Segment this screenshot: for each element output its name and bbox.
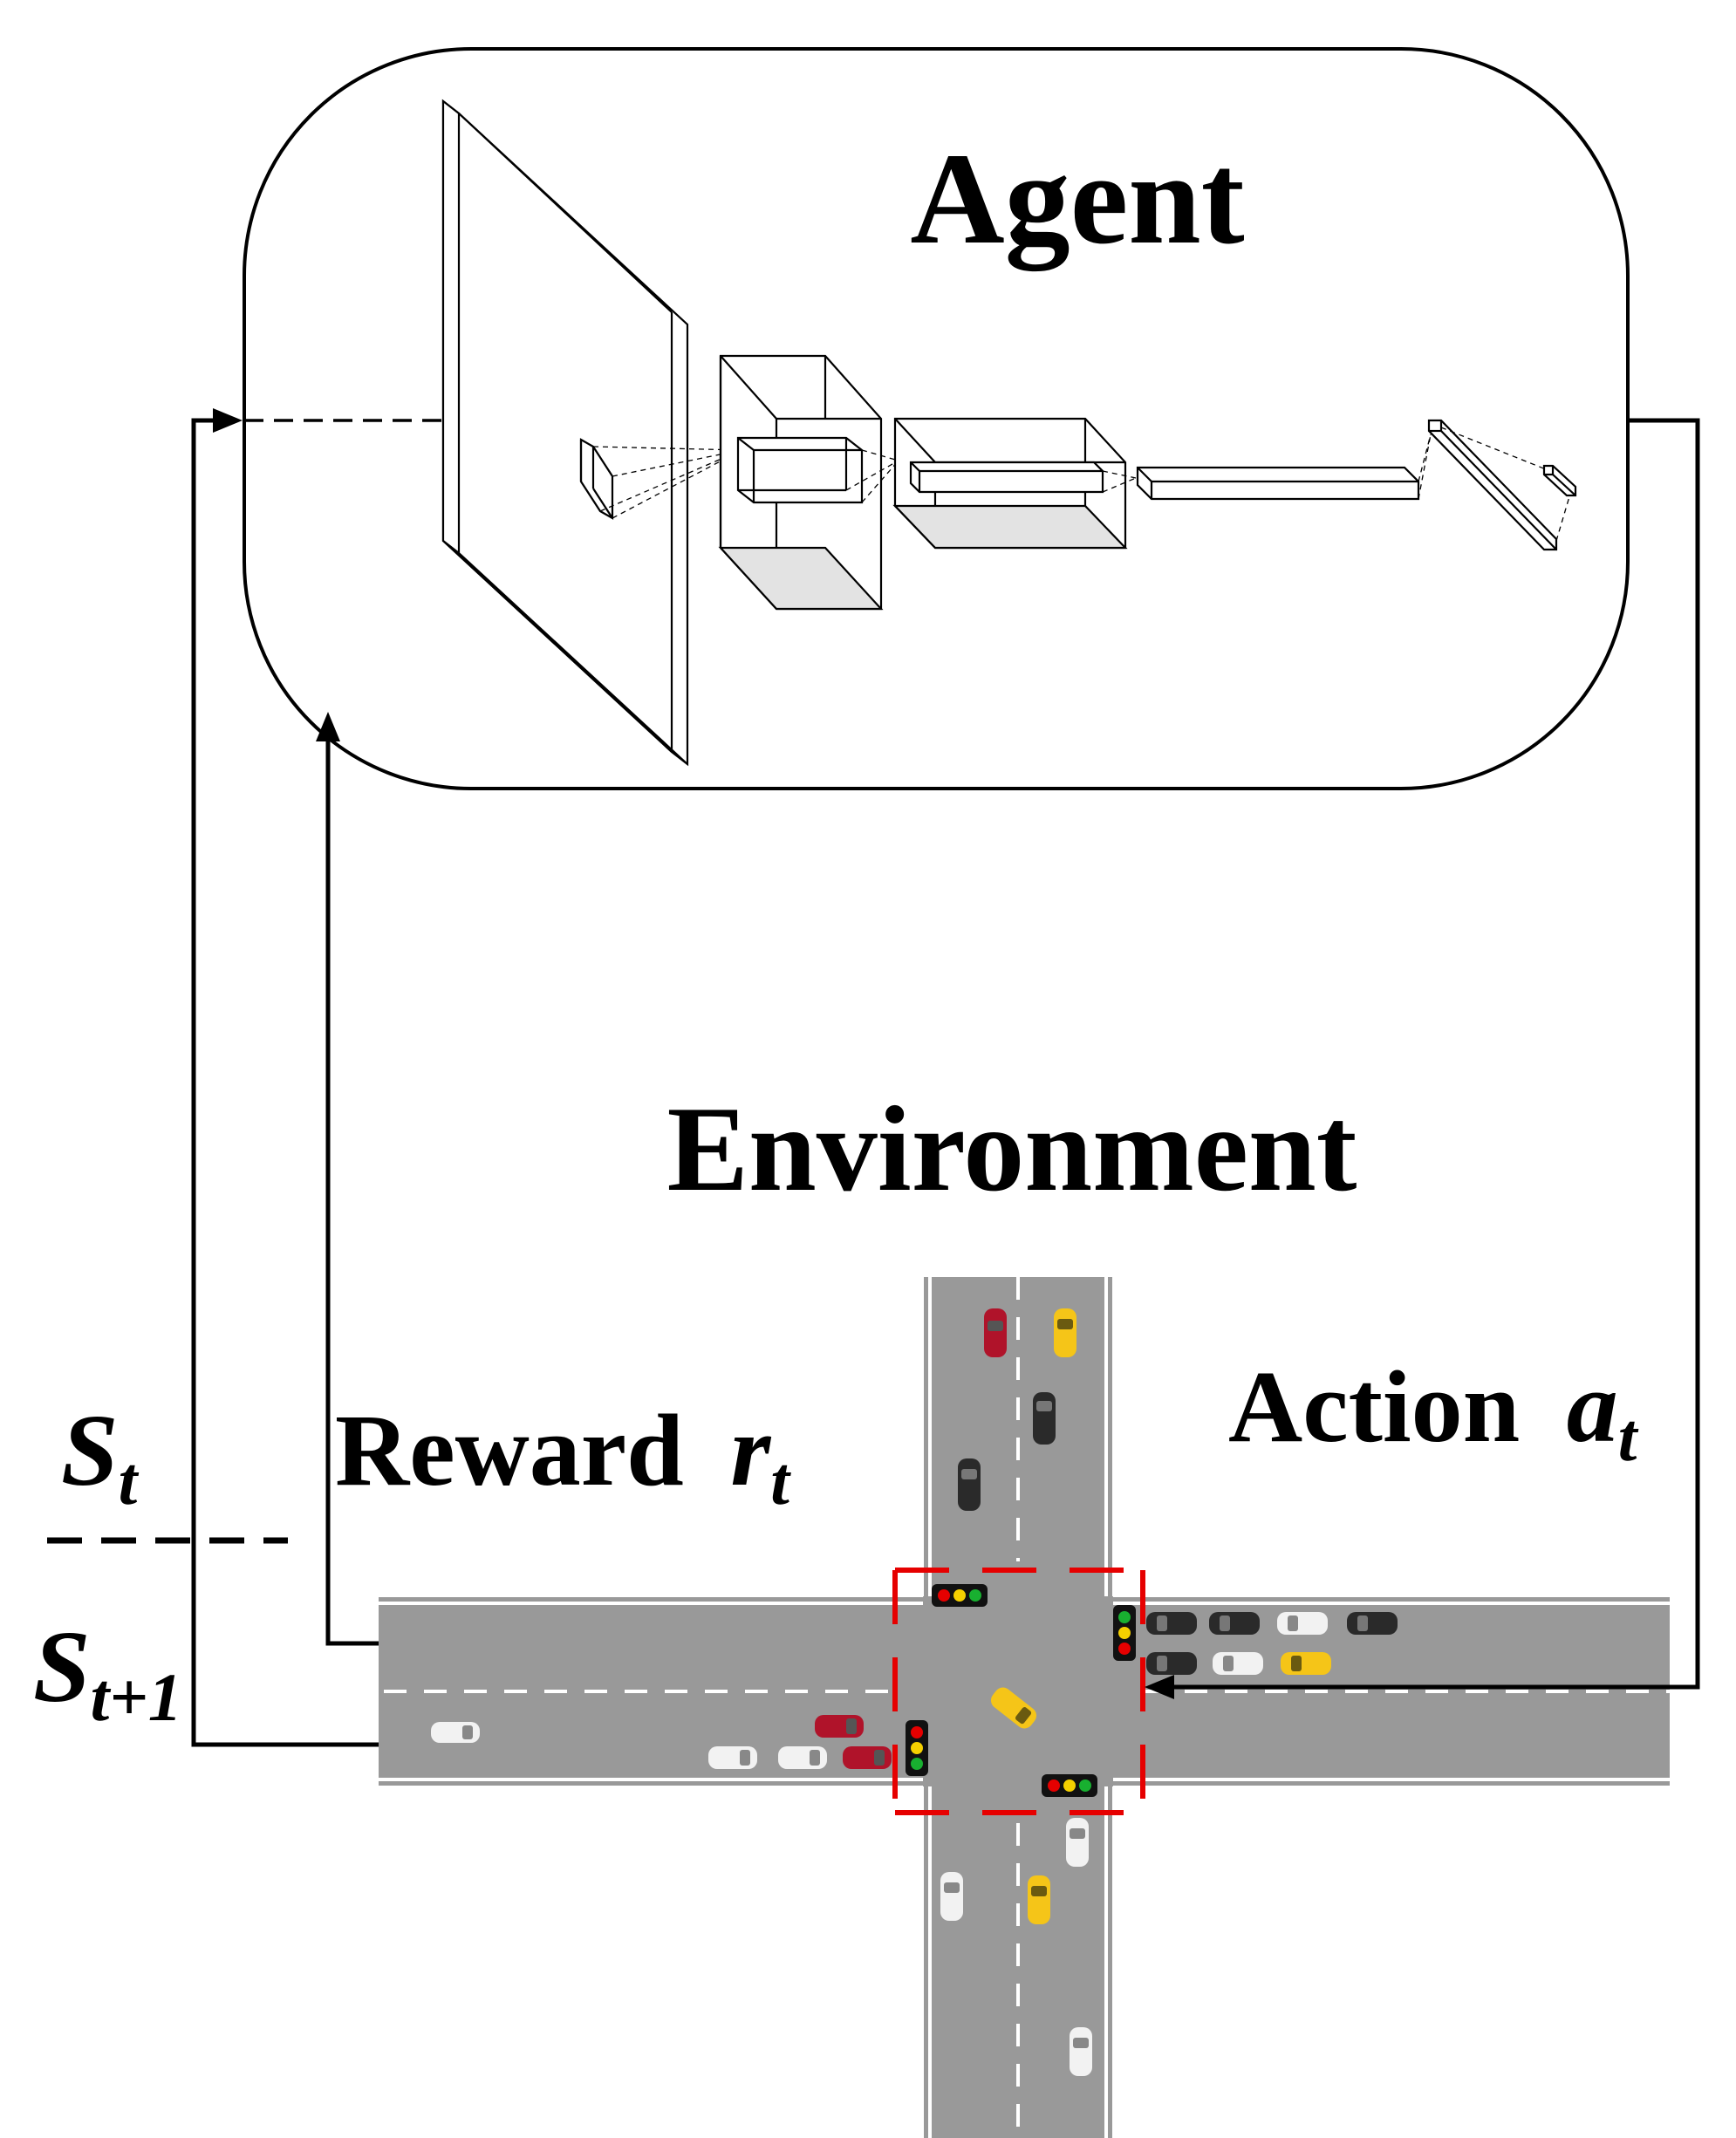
action-arrow <box>1158 418 1700 1691</box>
car-icon <box>1213 1652 1263 1675</box>
car-icon <box>778 1746 827 1769</box>
traffic-light-icon <box>1113 1605 1136 1661</box>
environment-label: Environment <box>667 1082 1357 1217</box>
car-icon <box>431 1722 480 1743</box>
traffic-light-icon <box>1042 1774 1097 1797</box>
car-icon <box>1070 2027 1092 2076</box>
car-icon <box>940 1872 963 1921</box>
traffic-light-icon <box>932 1584 988 1607</box>
car-icon <box>1146 1612 1197 1635</box>
action-label: Action at <box>1228 1349 1639 1475</box>
car-icon <box>815 1715 864 1738</box>
state-arrowhead <box>213 408 243 433</box>
traffic-light-icon <box>906 1720 928 1776</box>
car-icon <box>1281 1652 1331 1675</box>
car-icon <box>984 1308 1007 1357</box>
car-icon <box>1033 1392 1056 1445</box>
flatten-layer <box>1136 466 1420 501</box>
reward-label: Reward rt <box>335 1393 791 1519</box>
car-icon <box>1146 1652 1197 1675</box>
cars <box>431 1308 1398 2076</box>
reward-arrowhead <box>316 712 340 741</box>
car-icon <box>1054 1308 1076 1357</box>
state-current-label: St <box>61 1393 140 1519</box>
connectors <box>191 416 1700 1747</box>
car-icon <box>843 1746 892 1769</box>
car-icon <box>990 1687 1037 1729</box>
car-icon <box>1347 1612 1398 1635</box>
state-next-label: St+1 <box>33 1609 182 1735</box>
car-icon <box>958 1458 981 1511</box>
car-icon <box>708 1746 757 1769</box>
reward-arrow <box>324 729 379 1646</box>
action-arrowhead <box>1145 1675 1174 1699</box>
state-arrow <box>191 416 379 1747</box>
car-icon <box>1277 1612 1328 1635</box>
car-icon <box>1209 1612 1260 1635</box>
agent-label: Agent <box>910 126 1244 271</box>
car-icon <box>1028 1875 1050 1924</box>
car-icon <box>1066 1818 1089 1867</box>
detection-zone <box>892 1568 1145 1815</box>
neural-network-diagram <box>441 99 1577 767</box>
